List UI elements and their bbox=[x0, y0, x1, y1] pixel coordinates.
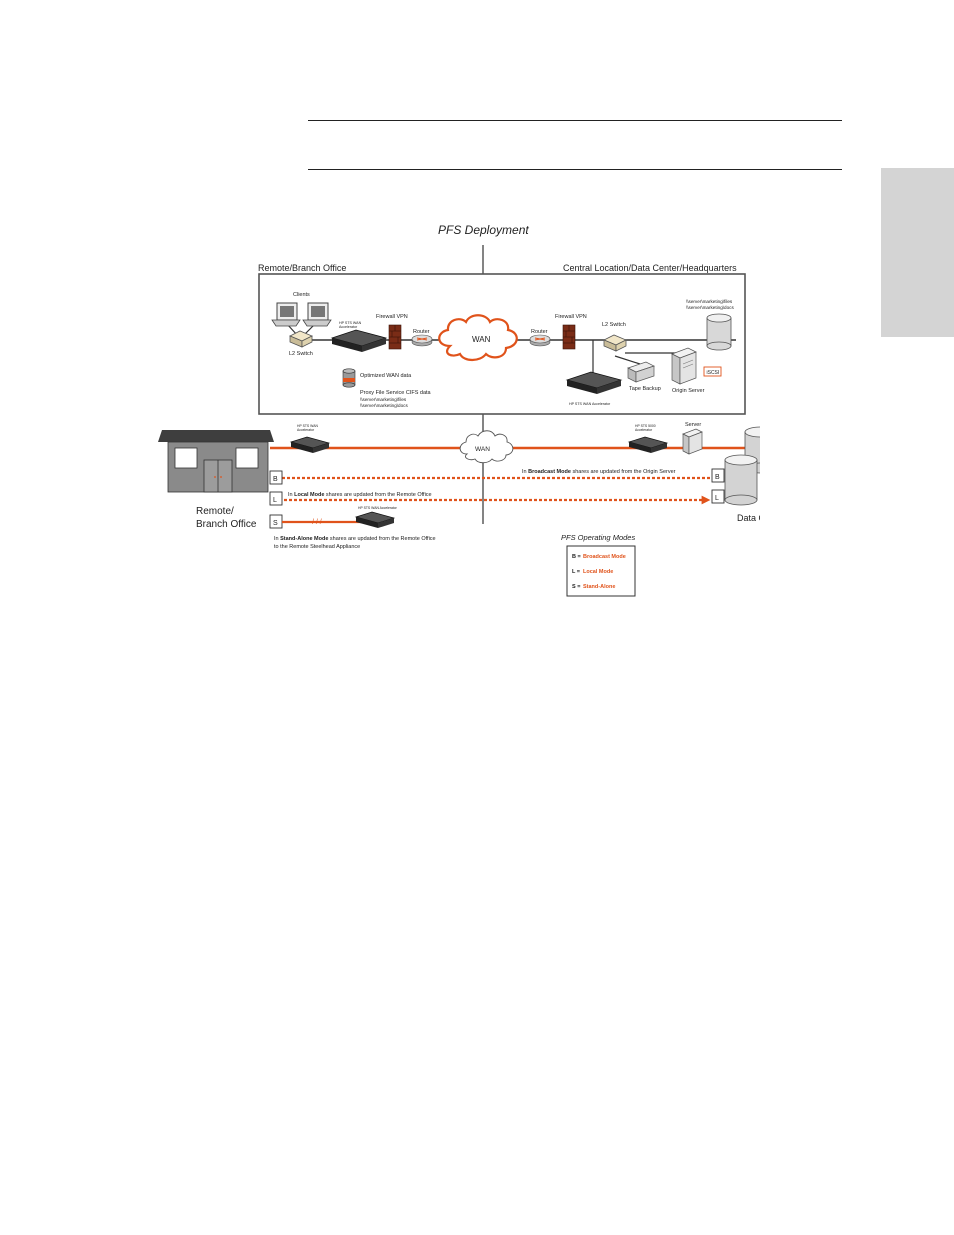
firewall-left-icon bbox=[388, 324, 402, 350]
second-rule bbox=[308, 169, 842, 170]
standalone-mode-caption-2: to the Remote Steelhead Appliance bbox=[274, 544, 360, 550]
iscsi-label: iSCSI bbox=[707, 370, 720, 376]
side-thumb-tab bbox=[881, 168, 954, 337]
wan-cloud-bottom-icon bbox=[459, 430, 514, 464]
wan-cloud-top-icon bbox=[438, 314, 518, 362]
wan-bottom-label: WAN bbox=[475, 446, 490, 453]
remote-office-building-icon bbox=[158, 430, 274, 493]
router-left-icon bbox=[411, 334, 433, 347]
standalone-box-left-label: S bbox=[273, 520, 278, 527]
local-box-left bbox=[269, 491, 283, 506]
bottom-accelerator-left-label: HP STS WAN bbox=[297, 424, 318, 428]
svg-text:Local Mode: Local Mode bbox=[583, 569, 613, 575]
proxy-path-1: \\server\marketing\files bbox=[360, 397, 407, 402]
standalone-accelerator-icon bbox=[354, 511, 396, 528]
bottom-accelerator-left-label-2: Accelerator bbox=[297, 428, 315, 432]
svg-text:B =: B = bbox=[572, 554, 581, 560]
remote-office-label-1: Remote/ bbox=[196, 506, 234, 517]
local-box-left-label: L bbox=[273, 497, 277, 504]
pfs-deployment-diagram: PFS Deployment Remote/Branch Office Cent… bbox=[158, 223, 760, 597]
local-mode-caption: In Local Mode shares are updated from th… bbox=[288, 492, 432, 498]
bottom-accelerator-right-label-2: Accelerator bbox=[635, 428, 653, 432]
wan-accelerator-right-icon bbox=[565, 371, 623, 394]
broadcast-box-right bbox=[711, 468, 725, 483]
wan-accelerator-left-icon bbox=[330, 329, 388, 352]
legend-title: PFS Operating Modes bbox=[561, 533, 635, 542]
storage-path-1: \\server\marketing\files bbox=[686, 299, 733, 304]
firewall-right-icon bbox=[562, 324, 576, 350]
accelerator-left-label: HP STS WAN bbox=[339, 321, 362, 325]
origin-server-label: Origin Server bbox=[672, 388, 705, 394]
data-center-label: Data Center bbox=[737, 513, 760, 523]
bottom-server-label: Server bbox=[685, 422, 701, 428]
legend-item-standalone: S = Stand-Alone bbox=[572, 584, 615, 590]
broadcast-mode-caption: In Broadcast Mode shares are updated fro… bbox=[522, 469, 676, 475]
local-box-right bbox=[711, 489, 725, 504]
l2-switch-left-icon bbox=[289, 330, 313, 348]
svg-text:Stand-Alone: Stand-Alone bbox=[583, 584, 615, 590]
storage-cylinder-icon bbox=[706, 313, 732, 351]
proxy-file-service-label: Proxy File Service CIFS data bbox=[360, 390, 432, 396]
accelerator-right-label: HP STS WAN Accelerator bbox=[569, 402, 611, 406]
router-right-label: Router bbox=[531, 329, 548, 335]
left-region-label: Remote/Branch Office bbox=[258, 263, 346, 273]
bottom-accelerator-right-label: HP STS 5000 bbox=[635, 424, 656, 428]
svg-text:L =: L = bbox=[572, 569, 580, 575]
broadcast-box-left-label: B bbox=[273, 476, 278, 483]
l2-switch-left-label: L2 Switch bbox=[289, 351, 313, 357]
l2-switch-right-label: L2 Switch bbox=[602, 322, 626, 328]
clients-computers-icon bbox=[271, 302, 332, 327]
origin-server-icon bbox=[671, 347, 697, 385]
proxy-path-2: \\server\marketing\docs bbox=[360, 403, 408, 408]
bottom-accelerator-right-icon bbox=[627, 436, 669, 453]
accelerator-left-label-2: Accelerator bbox=[339, 325, 358, 329]
diagram-title: PFS Deployment bbox=[438, 223, 529, 237]
standalone-accelerator-label: HP STS WAN Accelerator bbox=[358, 506, 398, 510]
iscsi-badge bbox=[703, 366, 722, 377]
svg-text:Broadcast Mode: Broadcast Mode bbox=[583, 554, 626, 560]
svg-text:S =: S = bbox=[572, 584, 580, 590]
broadcast-box-right-label: B bbox=[715, 474, 720, 481]
legend-item-local: L = Local Mode bbox=[572, 569, 613, 575]
tape-backup-label: Tape Backup bbox=[629, 386, 661, 392]
clients-label: Clients bbox=[293, 292, 310, 298]
switch-right-link bbox=[614, 355, 641, 365]
local-box-right-label: L bbox=[715, 495, 719, 502]
firewall-right-label: Firewall VPN bbox=[555, 314, 587, 320]
standalone-slash-marks: / / / bbox=[312, 519, 322, 526]
bottom-accelerator-left-icon bbox=[289, 436, 331, 453]
storage-path-2: \\server\marketing\docs bbox=[686, 305, 734, 310]
right-region-label: Central Location/Data Center/Headquarter… bbox=[563, 263, 737, 273]
remote-office-label-2: Branch Office bbox=[196, 519, 257, 530]
tape-backup-icon bbox=[627, 361, 655, 383]
wan-top-label: WAN bbox=[472, 335, 491, 344]
standalone-mode-caption: In Stand-Alone Mode shares are updated f… bbox=[274, 536, 436, 542]
l2-switch-right-icon bbox=[603, 334, 627, 352]
legend-item-broadcast: B = Broadcast Mode bbox=[572, 554, 626, 560]
data-center-cylinders-icon bbox=[724, 426, 760, 506]
optimized-wan-data-label: Optimized WAN data bbox=[360, 373, 412, 379]
legend-box bbox=[566, 545, 636, 597]
optimized-data-cylinder-icon bbox=[342, 368, 356, 388]
router-right-icon bbox=[529, 334, 551, 347]
router-left-label: Router bbox=[413, 329, 430, 335]
top-rule bbox=[308, 120, 842, 121]
bottom-server-icon bbox=[682, 428, 703, 455]
firewall-left-label: Firewall VPN bbox=[376, 314, 408, 320]
broadcast-box-left bbox=[269, 470, 283, 485]
